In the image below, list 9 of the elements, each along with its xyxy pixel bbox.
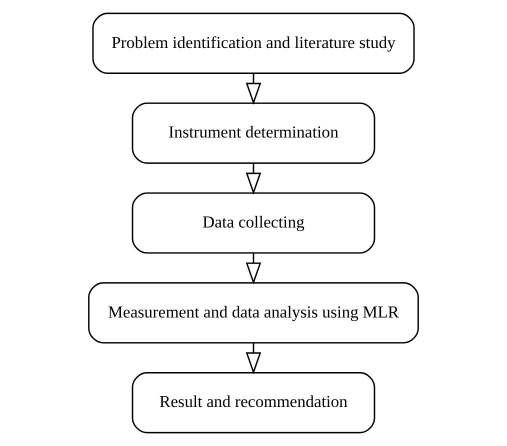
arrow	[246, 343, 262, 374]
arrow	[246, 163, 262, 195]
arrow	[246, 253, 262, 285]
node-box: Measurement and data analysis using MLR	[88, 282, 419, 344]
node-box: Instrument determination	[132, 102, 376, 164]
node-box: Result and recommendation	[132, 372, 376, 434]
node-box: Problem identification and literature study	[92, 12, 415, 74]
node-box: Data collecting	[132, 192, 376, 254]
arrow	[246, 74, 262, 105]
